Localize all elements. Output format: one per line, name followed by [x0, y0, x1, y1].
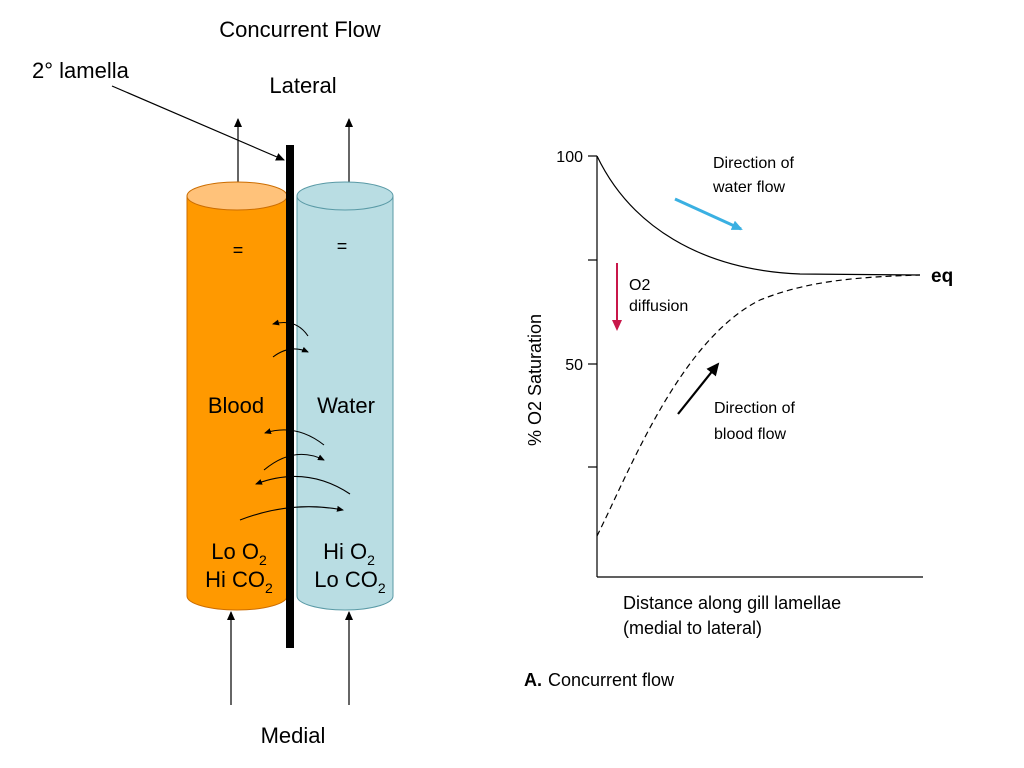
lamella-divider — [286, 145, 294, 648]
water-co2-label: Lo CO2 — [314, 567, 386, 596]
water-flow-arrow — [674, 197, 743, 231]
water-cylinder — [296, 181, 394, 611]
blood-o2-label: Lo O2 — [211, 539, 267, 568]
blood-flow-text-2: blood flow — [714, 426, 786, 443]
medial-label: Medial — [261, 723, 326, 748]
blood-flow-arrow — [677, 362, 720, 415]
figure-caption: A.Concurrent flow — [524, 670, 675, 690]
eq-label: eq — [931, 266, 953, 287]
x-axis-label-2: (medial to lateral) — [623, 618, 762, 638]
blood-label: Blood — [208, 393, 264, 418]
blood-saturation-curve — [596, 274, 921, 537]
y-tick-100: 100 — [556, 149, 583, 166]
graph-axes — [588, 155, 923, 578]
water-equal-sign: = — [337, 236, 348, 256]
y-tick-50: 50 — [565, 357, 583, 374]
diagram-title: Concurrent Flow — [219, 17, 381, 42]
lateral-label: Lateral — [269, 73, 336, 98]
y-axis-label: % O2 Saturation — [525, 314, 545, 446]
lamella-pointer-arrow — [111, 85, 285, 161]
water-flow-text-2: water flow — [712, 179, 785, 196]
x-axis-label-1: Distance along gill lamellae — [623, 593, 841, 613]
water-flow-text-1: Direction of — [713, 155, 794, 172]
water-label: Water — [317, 393, 375, 418]
water-saturation-curve — [596, 155, 921, 276]
lamella-label: 2° lamella — [32, 58, 130, 83]
diffusion-arrows — [239, 319, 351, 521]
water-o2-label: Hi O2 — [323, 539, 375, 568]
o2-diffusion-text-1: O2 — [629, 277, 650, 294]
blood-co2-label: Hi CO2 — [205, 567, 273, 596]
o2-diffusion-text-2: diffusion — [629, 298, 688, 315]
blood-cylinder — [186, 181, 288, 611]
blood-flow-text-1: Direction of — [714, 400, 795, 417]
blood-equal-sign: = — [233, 240, 244, 260]
